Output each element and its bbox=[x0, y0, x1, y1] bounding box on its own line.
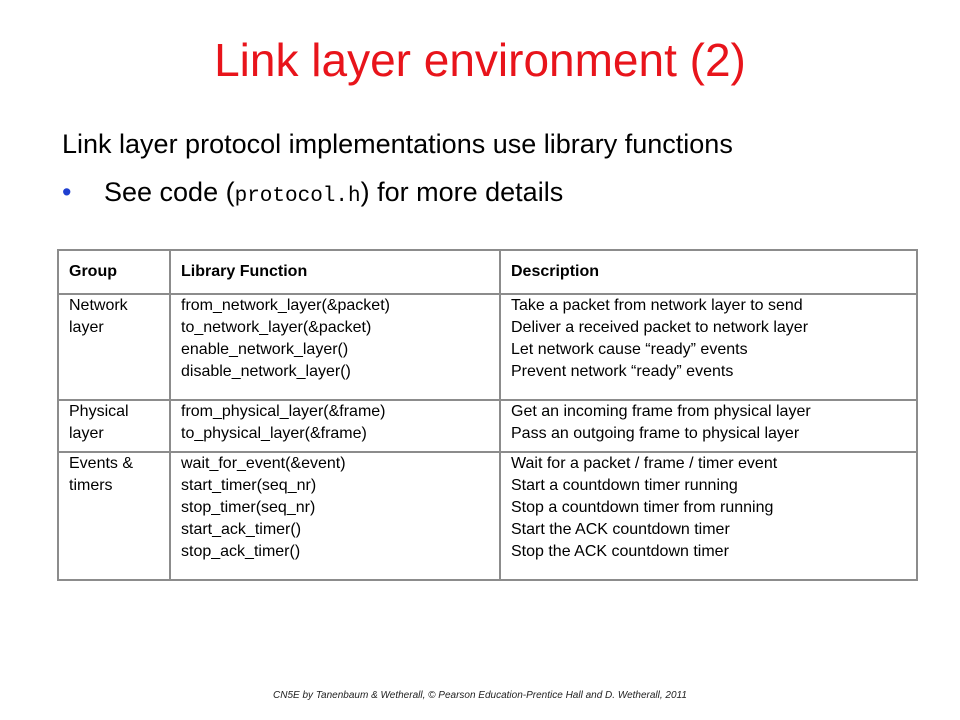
table-row: Network layer from_network_layer(&packet… bbox=[57, 293, 918, 401]
function-cell: wait_for_event(&event) start_timer(seq_n… bbox=[169, 451, 501, 581]
group-cell: Network layer bbox=[57, 293, 171, 401]
description-line: Start a countdown timer running bbox=[511, 477, 738, 494]
copyright-footer: CN5E by Tanenbaum & Wetherall, © Pearson… bbox=[273, 690, 687, 701]
group-line: Physical bbox=[69, 403, 129, 420]
group-line: Events & bbox=[69, 455, 134, 472]
description-line: Start the ACK countdown timer bbox=[511, 521, 730, 538]
bullet-icon: • bbox=[62, 177, 72, 207]
description-line: Deliver a received packet to network lay… bbox=[511, 319, 809, 336]
intro-text: Link layer protocol implementations use … bbox=[62, 129, 733, 159]
table-row: Events & timers wait_for_event(&event) s… bbox=[57, 451, 918, 581]
function-cell: from_network_layer(&packet) to_network_l… bbox=[169, 293, 501, 401]
function-name: stop_ack_timer() bbox=[181, 543, 301, 560]
function-name: start_ack_timer() bbox=[181, 521, 302, 538]
bullet-code: protocol.h bbox=[234, 185, 361, 208]
group-line: timers bbox=[69, 477, 113, 494]
bullet-text-before: See code ( bbox=[104, 177, 235, 207]
table-row: Physical layer from_physical_layer(&fram… bbox=[57, 399, 918, 453]
description-line: Let network cause “ready” events bbox=[511, 341, 748, 358]
function-name: start_timer(seq_nr) bbox=[181, 477, 317, 494]
table-header-row: Group Library Function Description bbox=[57, 249, 918, 295]
group-line: layer bbox=[69, 319, 104, 336]
description-line: Pass an outgoing frame to physical layer bbox=[511, 425, 800, 442]
bullet-text-after: ) for more details bbox=[360, 177, 564, 207]
function-cell: from_physical_layer(&frame) to_physical_… bbox=[169, 399, 501, 453]
header-group: Group bbox=[57, 249, 171, 295]
group-cell: Physical layer bbox=[57, 399, 171, 453]
description-line: Stop the ACK countdown timer bbox=[511, 543, 729, 560]
header-description: Description bbox=[499, 249, 918, 295]
description-line: Wait for a packet / frame / timer event bbox=[511, 455, 778, 472]
description-line: Take a packet from network layer to send bbox=[511, 297, 803, 314]
description-cell: Take a packet from network layer to send… bbox=[499, 293, 918, 401]
group-line: Network bbox=[69, 297, 128, 314]
function-name: to_network_layer(&packet) bbox=[181, 319, 372, 336]
description-line: Prevent network “ready” events bbox=[511, 363, 734, 380]
slide-title: Link layer environment (2) bbox=[214, 34, 746, 86]
function-name: from_physical_layer(&frame) bbox=[181, 403, 386, 420]
description-cell: Wait for a packet / frame / timer event … bbox=[499, 451, 918, 581]
bullet-item: • See code (protocol.h) for more details bbox=[62, 174, 563, 215]
function-name: to_physical_layer(&frame) bbox=[181, 425, 367, 442]
description-line: Stop a countdown timer from running bbox=[511, 499, 774, 516]
group-line: layer bbox=[69, 425, 104, 442]
description-cell: Get an incoming frame from physical laye… bbox=[499, 399, 918, 453]
function-name: from_network_layer(&packet) bbox=[181, 297, 390, 314]
function-name: wait_for_event(&event) bbox=[181, 455, 346, 472]
function-name: stop_timer(seq_nr) bbox=[181, 499, 316, 516]
header-library-function: Library Function bbox=[169, 249, 501, 295]
function-name: enable_network_layer() bbox=[181, 341, 349, 358]
group-cell: Events & timers bbox=[57, 451, 171, 581]
library-function-table: Group Library Function Description Netwo… bbox=[57, 249, 918, 581]
description-line: Get an incoming frame from physical laye… bbox=[511, 403, 811, 420]
function-name: disable_network_layer() bbox=[181, 363, 351, 380]
